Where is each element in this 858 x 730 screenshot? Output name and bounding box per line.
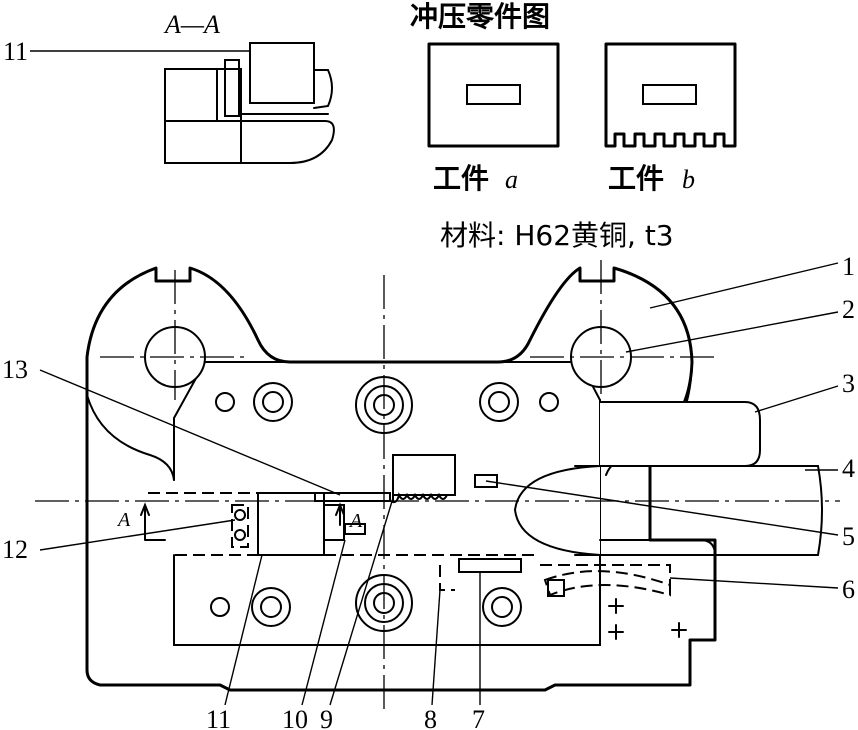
screw-hole-4: [482, 587, 522, 627]
small-hole-12a: [234, 509, 246, 521]
label-2: 2: [842, 295, 855, 324]
slider-11: [257, 492, 325, 556]
material-label: 材料: H62黄铜, t3: [440, 219, 674, 252]
guide-plate-3: [599, 401, 761, 467]
section-punch: [249, 42, 315, 104]
section-die-outline: [240, 120, 335, 164]
section-hatch-lower-left: [164, 120, 242, 164]
label-12: 12: [2, 535, 28, 564]
section-marker-left-label: A: [116, 509, 131, 531]
screw-hole-1-inner: [262, 391, 284, 413]
guide-plate-6: [599, 539, 716, 641]
section-slot: [216, 68, 242, 122]
dowel-hole-1: [215, 392, 235, 412]
label-5: 5: [842, 522, 855, 551]
label-11-section: 11: [3, 37, 28, 66]
workpiece-b-slot: [642, 84, 697, 105]
label-3: 3: [842, 369, 855, 398]
small-hole-12b: [234, 529, 246, 541]
screw-hole-4-inner: [491, 596, 513, 618]
label-7: 7: [472, 705, 485, 730]
main-die-view: A A: [35, 260, 840, 710]
section-hatch-upper-left: [164, 68, 218, 122]
section-punch-tip: [313, 69, 333, 109]
section-part-11: [224, 59, 240, 117]
screw-hole-3: [251, 587, 291, 627]
label-1: 1: [842, 252, 855, 281]
stamped-parts: 冲压零件图 工件 a 工件 b 材料: H62黄铜, t3: [410, 0, 737, 252]
label-13: 13: [2, 355, 28, 384]
label-8: 8: [424, 705, 437, 730]
section-view-a-a: A—A 11: [3, 10, 335, 164]
section-title: A—A: [163, 10, 220, 39]
parts-title: 冲压零件图: [410, 0, 550, 33]
stop-7: [458, 558, 522, 573]
section-marker-right-label: A: [348, 510, 363, 532]
label-10: 10: [282, 705, 308, 730]
screw-hole-2-inner: [488, 391, 510, 413]
die-body-1: [85, 266, 717, 692]
label-11: 11: [206, 705, 231, 730]
workpiece-b-letter: b: [682, 165, 695, 194]
stop-block-6: [547, 579, 565, 597]
screw-hole-1: [253, 382, 293, 422]
section-marker-right: [335, 502, 345, 526]
label-9: 9: [320, 705, 333, 730]
hidden-edge-6: [540, 564, 671, 590]
strip-4: [574, 465, 823, 556]
dowel-hole-2: [539, 392, 559, 412]
label-6: 6: [842, 575, 855, 604]
dowel-hole-3: [210, 597, 230, 617]
workpiece-a-letter: a: [505, 165, 518, 194]
workpiece-a-slot: [466, 84, 521, 105]
leader-lines: [39, 262, 839, 706]
slot-10: [323, 504, 345, 541]
label-4: 4: [842, 454, 855, 483]
workpiece-b-label: 工件: [608, 162, 664, 195]
punch-teeth-9: [392, 492, 456, 504]
body-lobe-left: [86, 394, 175, 481]
screw-hole-2: [479, 382, 519, 422]
spring-stop-6: [543, 570, 671, 597]
workpiece-b-outline: [604, 42, 737, 148]
workpiece-a-label: 工件: [433, 162, 489, 195]
hidden-12: [231, 504, 249, 548]
workpiece-a-outline: [427, 42, 560, 148]
screw-hole-3-inner: [260, 596, 282, 618]
pilot-5: [474, 474, 498, 488]
